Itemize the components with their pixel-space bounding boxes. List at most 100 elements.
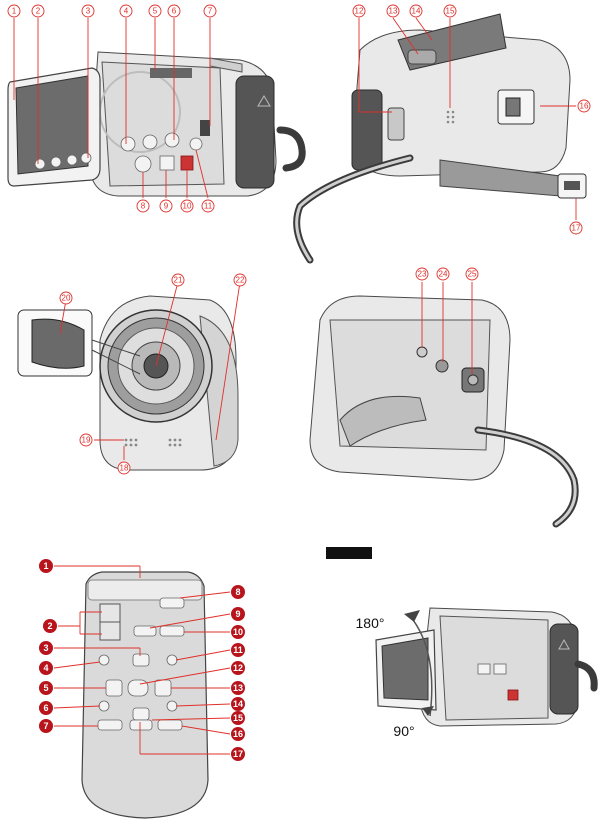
- svg-text:3: 3: [86, 7, 91, 16]
- callout-7: 7: [203, 4, 217, 18]
- svg-text:5: 5: [153, 7, 158, 16]
- remote-label-6: 6: [39, 701, 53, 715]
- remote-label-13: 13: [231, 681, 245, 695]
- svg-text:9: 9: [164, 202, 169, 211]
- svg-text:12: 12: [355, 7, 364, 16]
- remote-label-11: 11: [231, 643, 245, 657]
- leader-lines-left: [13, 18, 211, 199]
- callout-20: 20: [59, 291, 73, 305]
- remote-label-16: 16: [231, 727, 245, 741]
- callout-13: 13: [386, 4, 400, 18]
- remote-label-15: 15: [231, 711, 245, 725]
- svg-text:19: 19: [82, 436, 91, 445]
- callout-2: 2: [31, 4, 45, 18]
- callout-4: 4: [119, 4, 133, 18]
- svg-text:11: 11: [233, 645, 243, 655]
- svg-text:2: 2: [36, 7, 41, 16]
- callout-23: 23: [415, 267, 429, 281]
- svg-text:13: 13: [389, 7, 398, 16]
- svg-text:4: 4: [43, 663, 48, 673]
- callout-12: 12: [352, 4, 366, 18]
- remote-label-7: 7: [39, 719, 53, 733]
- angle-90-label: 90°: [393, 723, 414, 739]
- callout-19: 19: [79, 433, 93, 447]
- svg-text:7: 7: [43, 721, 48, 731]
- callout-17: 17: [569, 221, 583, 235]
- svg-text:10: 10: [233, 627, 243, 637]
- svg-text:7: 7: [208, 7, 213, 16]
- callout-16: 16: [577, 99, 591, 113]
- camcorder-bottom-view: [309, 282, 579, 528]
- svg-text:17: 17: [572, 224, 581, 233]
- callout-14: 14: [409, 4, 423, 18]
- svg-text:16: 16: [233, 729, 243, 739]
- callout-25: 25: [465, 267, 479, 281]
- svg-text:13: 13: [233, 683, 243, 693]
- svg-text:20: 20: [62, 294, 71, 303]
- speaker-grille-left-front: [124, 438, 138, 447]
- svg-text:1: 1: [12, 7, 17, 16]
- svg-text:14: 14: [233, 699, 243, 709]
- remote-label-2: 2: [43, 619, 57, 633]
- leader-lines-remote: [53, 565, 231, 755]
- svg-text:18: 18: [120, 464, 129, 473]
- svg-text:9: 9: [235, 609, 240, 619]
- svg-text:15: 15: [446, 7, 455, 16]
- svg-text:24: 24: [439, 270, 448, 279]
- leader-lines-front: [59, 281, 241, 460]
- remote-label-5: 5: [39, 681, 53, 695]
- camcorder-left-view: [7, 18, 306, 199]
- remote-label-10: 10: [231, 625, 245, 639]
- svg-text:14: 14: [412, 7, 421, 16]
- speaker-grille-right: [446, 110, 455, 124]
- svg-text:17: 17: [233, 749, 243, 759]
- remote-control: [53, 565, 231, 819]
- svg-text:12: 12: [233, 663, 243, 673]
- svg-text:6: 6: [172, 7, 177, 16]
- svg-text:2: 2: [47, 621, 52, 631]
- note-box: [326, 547, 372, 559]
- camcorder-front-view: [17, 281, 241, 471]
- svg-text:15: 15: [233, 713, 243, 723]
- svg-text:3: 3: [43, 643, 48, 653]
- svg-text:11: 11: [204, 202, 213, 211]
- speaker-grille-right-front: [168, 438, 182, 447]
- callout-21: 21: [171, 273, 185, 287]
- callout-5: 5: [148, 4, 162, 18]
- remote-label-14: 14: [231, 697, 245, 711]
- svg-text:23: 23: [418, 270, 427, 279]
- remote-label-1: 1: [39, 559, 53, 573]
- leader-lines-bottom: [421, 282, 473, 374]
- remote-label-12: 12: [231, 661, 245, 675]
- svg-text:25: 25: [468, 270, 477, 279]
- callout-11: 11: [201, 199, 215, 213]
- callout-1: 1: [7, 4, 21, 18]
- svg-text:8: 8: [235, 587, 240, 597]
- camcorder-right-view: [293, 13, 587, 264]
- remote-label-9: 9: [231, 607, 245, 621]
- svg-text:10: 10: [183, 202, 192, 211]
- callout-18: 18: [117, 461, 131, 475]
- remote-label-17: 17: [231, 747, 245, 761]
- callout-10: 10: [180, 199, 194, 213]
- callout-24: 24: [436, 267, 450, 281]
- svg-text:21: 21: [174, 276, 183, 285]
- svg-text:1: 1: [43, 561, 48, 571]
- lcd-rotation-illustration: 180° 90°: [326, 547, 598, 739]
- svg-text:8: 8: [141, 202, 146, 211]
- svg-text:4: 4: [124, 7, 129, 16]
- svg-text:6: 6: [43, 703, 48, 713]
- svg-text:5: 5: [43, 683, 48, 693]
- callout-3: 3: [81, 4, 95, 18]
- callout-9: 9: [159, 199, 173, 213]
- callout-6: 6: [167, 4, 181, 18]
- remote-label-3: 3: [39, 641, 53, 655]
- remote-label-4: 4: [39, 661, 53, 675]
- svg-text:22: 22: [236, 276, 245, 285]
- remote-label-8: 8: [231, 585, 245, 599]
- svg-text:16: 16: [580, 102, 589, 111]
- angle-180-label: 180°: [356, 615, 385, 631]
- callout-8: 8: [136, 199, 150, 213]
- callouts: 1 2 3 4 5 6 7 8 9 10 11 12 13 14 15 16 1…: [7, 4, 591, 475]
